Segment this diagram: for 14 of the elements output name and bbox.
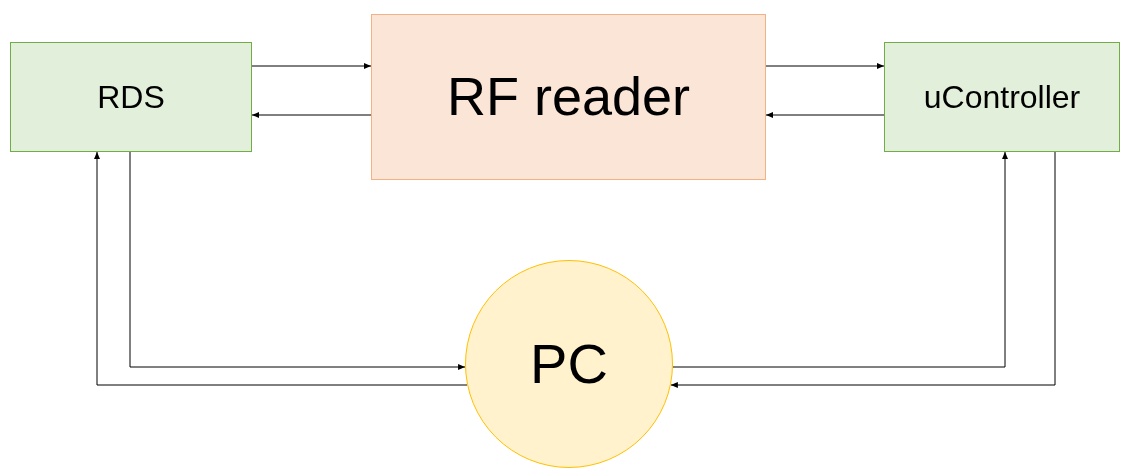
arrow xyxy=(765,63,885,69)
node-label: RF reader xyxy=(446,65,691,129)
process-box xyxy=(884,42,1120,152)
process-box xyxy=(10,42,252,152)
arrow xyxy=(251,112,372,118)
node-label: RDS xyxy=(97,78,165,117)
arrow xyxy=(670,151,1056,388)
node-label: PC xyxy=(530,331,608,397)
arrow xyxy=(672,151,1008,368)
arrow xyxy=(765,112,885,118)
process-box xyxy=(371,14,766,180)
arrow xyxy=(129,151,466,370)
node-label: uController xyxy=(923,78,1081,117)
arrow xyxy=(251,63,372,69)
